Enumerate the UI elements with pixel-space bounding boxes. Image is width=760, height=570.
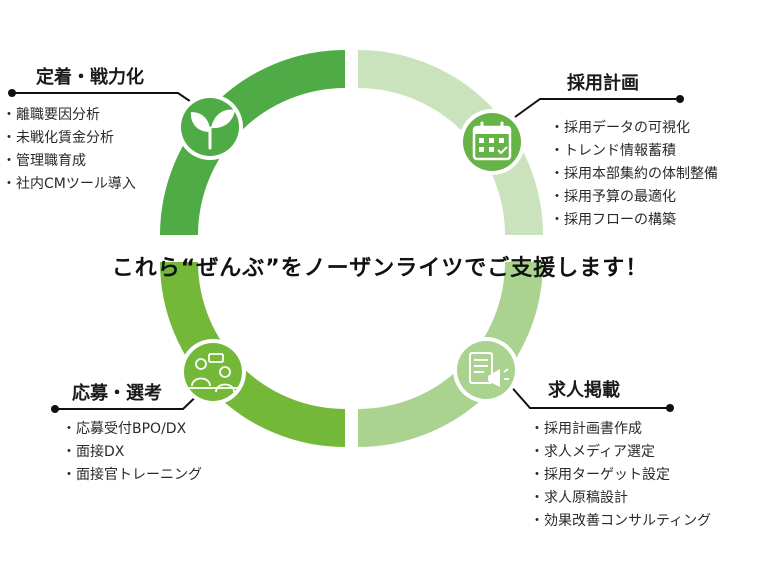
list-item: 求人原稿設計: [530, 487, 711, 510]
connector-dot-planning: [676, 95, 684, 103]
calendar-icon: [459, 109, 525, 175]
list-item: 応募受付BPO/DX: [62, 418, 202, 441]
posting-title: 求人掲載: [548, 380, 620, 401]
list-item: トレンド情報蓄積: [550, 140, 718, 163]
list-item: 採用ターゲット設定: [530, 464, 711, 487]
list-item: 求人メディア選定: [530, 441, 711, 464]
posting-list: 採用計画書作成 求人メディア選定 採用ターゲット設定 求人原稿設計 効果改善コン…: [530, 418, 711, 533]
list-item: 面接官トレーニング: [62, 464, 202, 487]
list-item: 未戦化賃金分析: [2, 127, 136, 150]
connector-dot-selection: [51, 405, 59, 413]
retention-title: 定着・戦力化: [36, 67, 144, 88]
connector-planning: [514, 98, 680, 118]
list-item: 採用フローの構築: [550, 209, 718, 232]
arc-posting: [358, 262, 543, 447]
list-item: 採用データの可視化: [550, 117, 718, 140]
list-item: 採用予算の最適化: [550, 186, 718, 209]
headline: これら“ぜんぶ”をノーザンライツでご支援します！: [111, 256, 649, 281]
connector-dot-posting: [666, 404, 674, 412]
selection-list: 応募受付BPO/DX 面接DX 面接官トレーニング: [62, 418, 202, 487]
list-item: 効果改善コンサルティング: [530, 510, 711, 533]
selection-title: 応募・選考: [72, 383, 162, 404]
list-item: 採用計画書作成: [530, 418, 711, 441]
list-item: 採用本部集約の体制整備: [550, 163, 718, 186]
list-item: 管理職育成: [2, 150, 136, 173]
interview-icon: [180, 339, 246, 405]
list-item: 社内CMツール導入: [2, 173, 136, 196]
planning-title: 採用計画: [567, 73, 639, 94]
list-item: 面接DX: [62, 441, 202, 464]
leaf-sprout-icon: [177, 94, 243, 160]
connector-posting: [507, 382, 670, 409]
connector-dot-retention: [8, 89, 16, 97]
planning-list: 採用データの可視化 トレンド情報蓄積 採用本部集約の体制整備 採用予算の最適化 …: [550, 117, 718, 232]
list-item: 離職要因分析: [2, 104, 136, 127]
megaphone-document-icon: [453, 337, 519, 403]
retention-list: 離職要因分析 未戦化賃金分析 管理職育成 社内CMツール導入: [2, 104, 136, 196]
